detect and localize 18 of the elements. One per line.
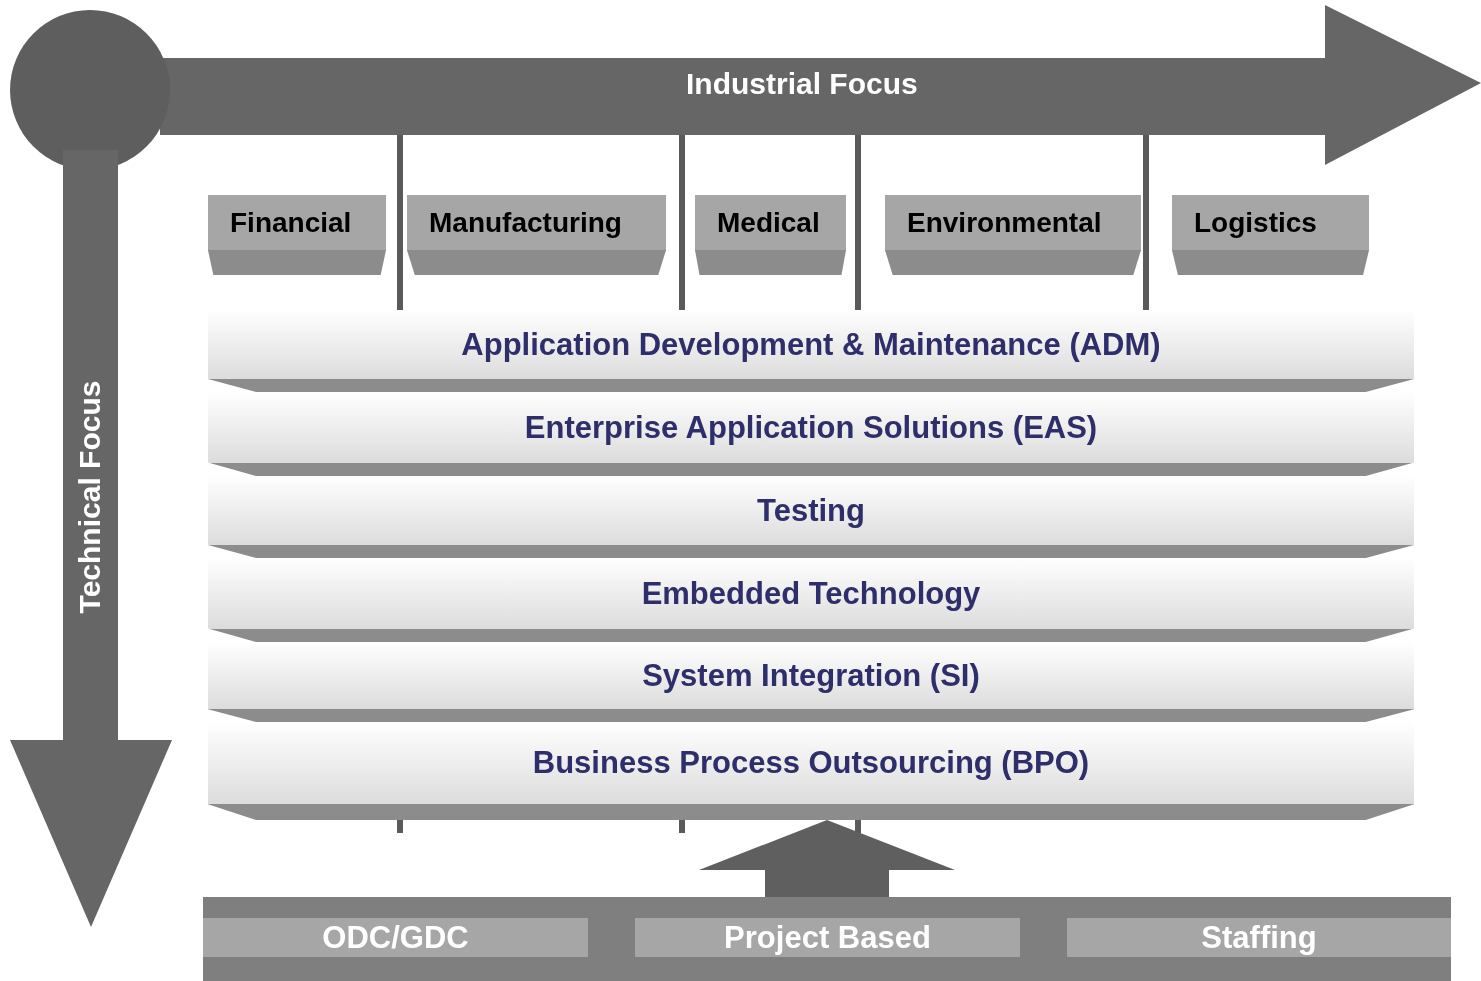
arrow-label: Industrial Focus <box>686 67 918 101</box>
service-layer: Application Development & Maintenance (ADM) <box>208 310 1414 392</box>
category-tab: Manufacturing <box>407 195 666 275</box>
service-layer: Enterprise Application Solutions (EAS) <box>208 392 1414 476</box>
arrow-label: Technical Focus <box>73 379 107 616</box>
base-bar <box>203 897 1451 981</box>
category-tab: Logistics <box>1172 195 1369 275</box>
category-tab: Environmental <box>885 195 1141 275</box>
category-tab: Financial <box>208 195 386 275</box>
delivery-model-box: Project Based <box>635 918 1020 957</box>
delivery-model-box: Staffing <box>1067 918 1451 957</box>
arrow <box>699 820 955 897</box>
service-layer: Embedded Technology <box>208 558 1414 642</box>
category-tab: Medical <box>695 195 846 275</box>
service-layer: System Integration (SI) <box>208 642 1414 722</box>
delivery-model-box: ODC/GDC <box>203 918 588 957</box>
service-layer: Testing <box>208 476 1414 558</box>
service-layer: Business Process Outsourcing (BPO) <box>208 722 1414 820</box>
